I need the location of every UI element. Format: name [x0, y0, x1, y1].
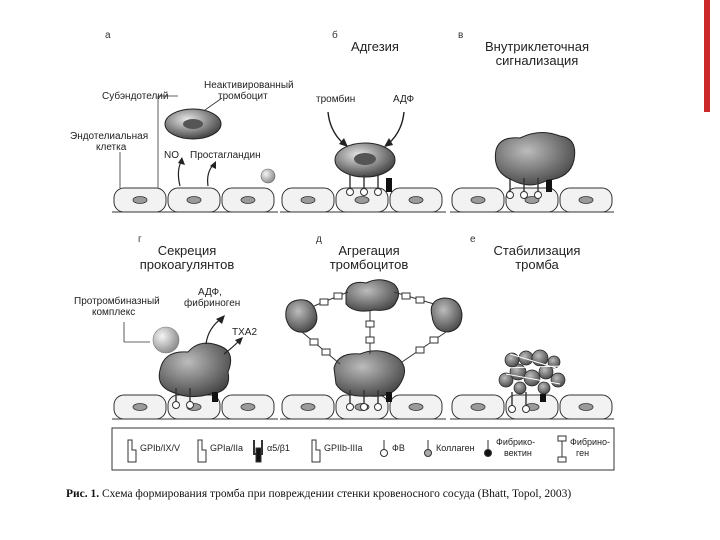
label-prothrombinase-line2: комплекс	[92, 307, 136, 318]
signaling-platelet	[494, 132, 576, 186]
label-txa2: ТХА2	[232, 327, 258, 338]
accent-bar	[704, 0, 710, 112]
panel-title-d-line1: Секреция	[157, 243, 217, 258]
panel-title-f-line2: тромба	[515, 257, 559, 272]
aggregate-platelet-top	[345, 279, 400, 312]
prothrombinase-ball	[152, 326, 180, 354]
figure-caption: Рис. 1. Схема формирования тромба при по…	[66, 488, 571, 500]
legend-fv: ФВ	[392, 443, 405, 453]
legend-symbols	[127, 435, 567, 463]
panel-letter-d: г	[138, 234, 142, 245]
legend-fibronectin-line2: вектин	[504, 448, 532, 458]
panel-letter-b: б	[332, 30, 338, 41]
caption-text: Схема формирования тромба при повреждени…	[99, 488, 572, 500]
legend-fibronectin-line1: Фибрико-	[496, 437, 536, 447]
label-endothelial-line2: клетка	[96, 142, 127, 153]
panel-title-f-line1: Стабилизация	[493, 243, 581, 258]
stabilized-thrombus	[498, 349, 566, 395]
secreting-platelet	[158, 342, 232, 398]
panel-title-e-line2: тромбоцитов	[329, 257, 409, 272]
panel-title-e-line1: Агрегация	[338, 243, 400, 258]
label-endothelial-line1: Эндотелиальная	[70, 131, 149, 142]
label-inactive-platelet-line1: Неактивированный	[204, 80, 294, 91]
small-ball	[260, 168, 276, 184]
receptors-e	[345, 389, 392, 412]
receptors-f	[507, 391, 546, 414]
panel-letter-f: е	[470, 234, 476, 245]
cell-layer-f	[450, 394, 614, 420]
cell-layer-d	[112, 394, 278, 420]
label-adp-fibrinogen-line2: фибриноген	[184, 298, 241, 309]
legend-gp1a: GPIa/IIa	[210, 443, 244, 453]
legend-box	[111, 427, 615, 471]
label-prothrombinase-line1: Протромбиназный	[74, 296, 160, 307]
receptors-d	[171, 387, 218, 410]
aggregate-platelet-bottom	[333, 350, 405, 397]
aggregate-platelet-right	[430, 297, 463, 333]
panel-letter-a: а	[105, 30, 111, 41]
panel-letter-e: д	[316, 234, 322, 245]
label-prostaglandin: Простагландин	[190, 150, 261, 161]
legend-fibrinogen-line2: ген	[576, 448, 590, 458]
legend-a5b1: α5/β1	[267, 443, 290, 453]
label-inactive-platelet-line2: тромбоцит	[218, 91, 268, 102]
label-no: NO	[164, 150, 179, 161]
fibrinogen-bridges	[301, 291, 447, 365]
panel-title-c-line1: Внутриклеточная	[485, 39, 589, 54]
legend-fibrinogen-line1: Фибрино-	[570, 437, 611, 447]
caption-number: Рис. 1.	[66, 488, 100, 500]
panel-title-c-line2: сигнализация	[495, 53, 579, 68]
legend-collagen: Коллаген	[436, 443, 475, 453]
aggregate-platelet-left	[285, 299, 318, 333]
cell-layer-e	[280, 394, 446, 420]
label-adp: АДФ	[393, 94, 415, 105]
thrombin-arrow	[327, 111, 345, 145]
cell-layer-b	[280, 187, 446, 213]
cell-layer-a	[112, 187, 278, 213]
label-adp-fibrinogen-line1: АДФ,	[198, 287, 222, 298]
legend-gp2b: GPIIb-IIIa	[324, 443, 363, 453]
receptors-c	[505, 177, 552, 200]
adp-arrow	[387, 111, 405, 145]
panel-letter-c: в	[458, 30, 464, 41]
panel-title-b: Адгезия	[351, 39, 399, 54]
label-thrombin: тромбин	[316, 94, 356, 105]
legend-gp1b: GPIb/IX/V	[140, 443, 181, 453]
cell-layer-c	[450, 187, 614, 213]
label-subendothelium: Субэндотелий	[102, 91, 169, 102]
receptors-b	[345, 174, 392, 197]
panel-title-d-line2: прокоагулянтов	[139, 257, 235, 272]
